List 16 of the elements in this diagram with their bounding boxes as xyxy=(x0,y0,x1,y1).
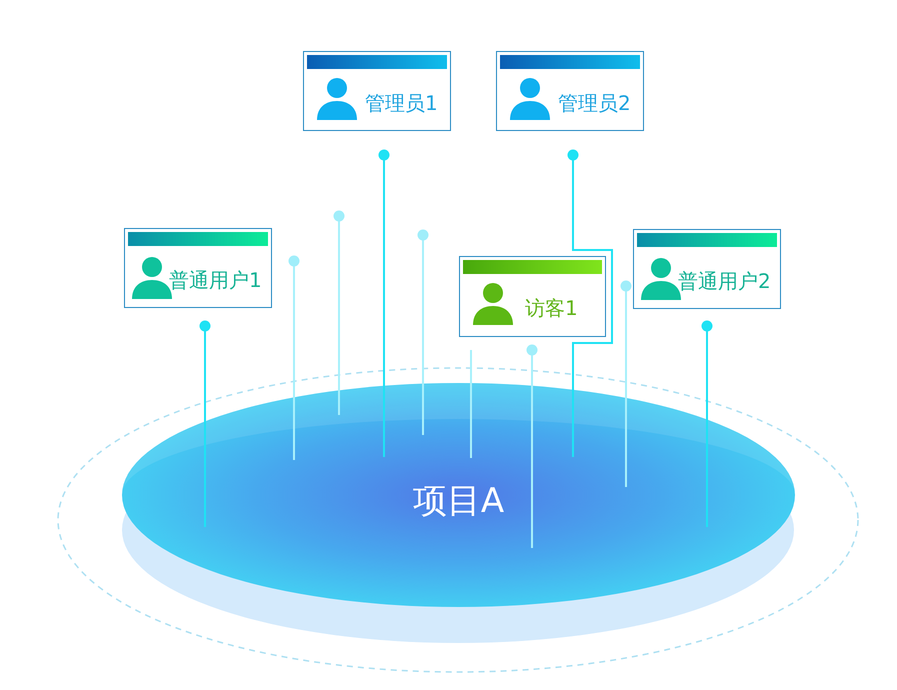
card-label: 管理员1 xyxy=(365,91,438,115)
user-card xyxy=(124,228,272,308)
project-disc xyxy=(122,383,795,607)
card-label: 管理员2 xyxy=(558,91,631,115)
user-card xyxy=(496,51,644,131)
card-label: 普通用户1 xyxy=(169,268,262,292)
pin-line xyxy=(568,150,613,457)
card-label: 访客1 xyxy=(525,296,578,320)
pin-line xyxy=(378,150,390,457)
card-label: 普通用户2 xyxy=(678,269,771,293)
user-card xyxy=(633,229,781,309)
pin-line xyxy=(200,320,210,527)
user-card xyxy=(459,256,606,337)
pin-line xyxy=(702,320,712,527)
disc-label: 项目A xyxy=(412,481,504,521)
user-card xyxy=(303,51,451,131)
